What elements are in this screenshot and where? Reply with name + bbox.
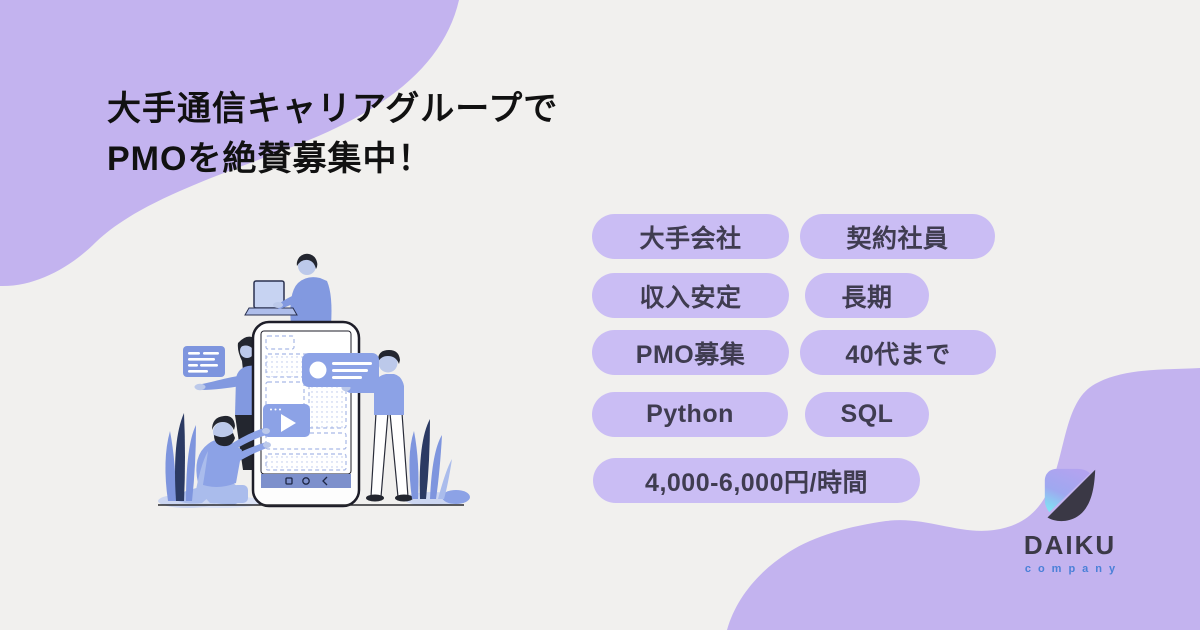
tag-pill: 40代まで: [800, 330, 996, 375]
square-nav-icon: [285, 477, 293, 485]
tag-pill: 契約社員: [800, 214, 995, 259]
page-title-line-2: PMOを絶賛募集中！: [107, 140, 433, 178]
tag-pill: PMO募集: [592, 330, 789, 375]
circle-nav-icon: [302, 477, 310, 485]
brand-logo: DAIKU company: [1000, 466, 1140, 575]
person-with-laptop: [244, 253, 332, 325]
back-chevron-icon: [322, 476, 328, 486]
tag-pill: SQL: [805, 392, 929, 437]
top-left-blob: [0, 0, 459, 287]
plant-right: [409, 419, 452, 499]
daiku-leaf-logo-icon: [1044, 468, 1096, 522]
tag-pill: Python: [592, 392, 788, 437]
tag-pill: 大手会社: [592, 214, 789, 259]
plant-left: [165, 413, 208, 501]
phone-navbar: [261, 474, 351, 488]
bottom-right-blob: [727, 368, 1200, 630]
video-card: [263, 404, 310, 437]
tag-pill: 長期: [805, 273, 929, 318]
app-development-illustration: [158, 253, 470, 508]
tag-pill: 収入安定: [592, 273, 789, 318]
play-icon: [281, 414, 296, 432]
tag-pill: 4,000-6,000円/時間: [593, 458, 920, 503]
page-title-line-1: 大手通信キャリアグループで: [107, 90, 559, 128]
brand-name: DAIKU: [1023, 530, 1117, 560]
kneeling-man: [171, 415, 271, 505]
profile-card: [302, 353, 379, 387]
page-title: 大手通信キャリアグループで PMOを絶賛募集中！: [107, 84, 627, 184]
brand-subtitle: company: [1024, 563, 1123, 575]
message-card: [183, 346, 225, 377]
standing-man: [341, 350, 413, 502]
